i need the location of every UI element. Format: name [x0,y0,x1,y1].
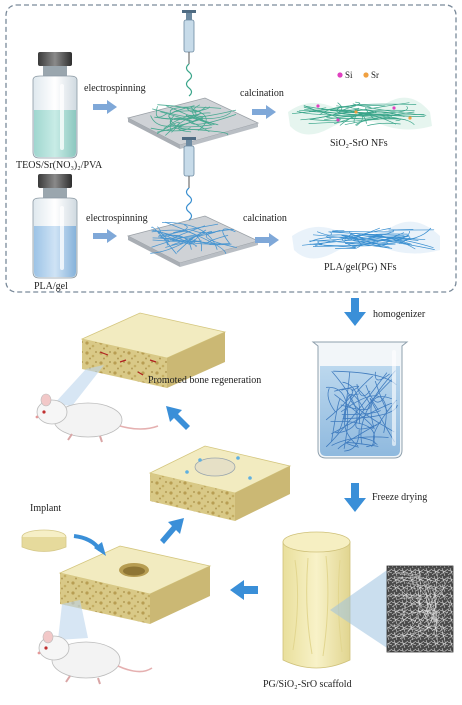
arrow-implant-curve [73,534,106,556]
label-pla-gel: PLA/gel [34,281,68,292]
label-electrospinning-2: electrospinning [86,213,148,224]
label-calcination-1: calcination [240,88,284,99]
legend-dots [337,72,369,78]
arrow-calcination-1 [252,105,276,119]
scaffold-regenerated [80,312,227,388]
electrospin-setup-2 [126,137,260,267]
label-scaffold: PG/SiO₂-SrO scaffold [263,679,352,690]
label-homogenizer: homogenizer [373,309,426,320]
pla-gel-nanofiber-mat [292,221,440,259]
label-freeze-drying: Freeze drying [372,492,428,503]
arrow-calcination-2 [255,233,279,247]
dashed-frame [5,4,457,293]
electrospin-setup-1 [126,10,260,149]
sem-image [386,565,454,653]
vial-teos [32,52,78,159]
implant-disc [21,529,67,552]
arrow-to-top [166,406,190,430]
arrow-homogenizer [344,298,366,326]
label-promoted-regeneration: Promoted bone regeneration [148,375,262,386]
label-calcination-2: calcination [243,213,287,224]
mouse-bottom [37,600,153,685]
label-implant: Implant [30,503,62,514]
sr-legend-dot [363,72,369,78]
scaffold-with-defect [58,545,212,624]
beaker [311,341,409,459]
mouse-top [35,365,159,443]
arrow-electrospin-2 [93,229,117,243]
arrow-freeze-drying [344,483,366,512]
arrow-electrospin-1 [93,100,117,114]
label-sio2-sro-nfs: SiO₂-SrO NFs [330,138,388,149]
scaffold-cylinder [282,531,390,669]
sio2-sro-nanofiber-mat [288,97,432,135]
legend-sr-label: Sr [371,70,380,80]
scaffold-implanted [148,445,292,521]
label-pg-nfs: PLA/gel(PG) NFs [324,262,397,273]
arrow-to-middle [160,518,184,544]
label-electrospinning-1: electrospinning [84,83,146,94]
legend-si-label: Si [345,70,353,80]
si-legend-dot [337,72,343,78]
label-teos-solution: TEOS/Sr(NO₃)₂/PVA [16,160,103,171]
arrow-to-implant [230,580,258,600]
vial-pla-gel [32,174,78,279]
